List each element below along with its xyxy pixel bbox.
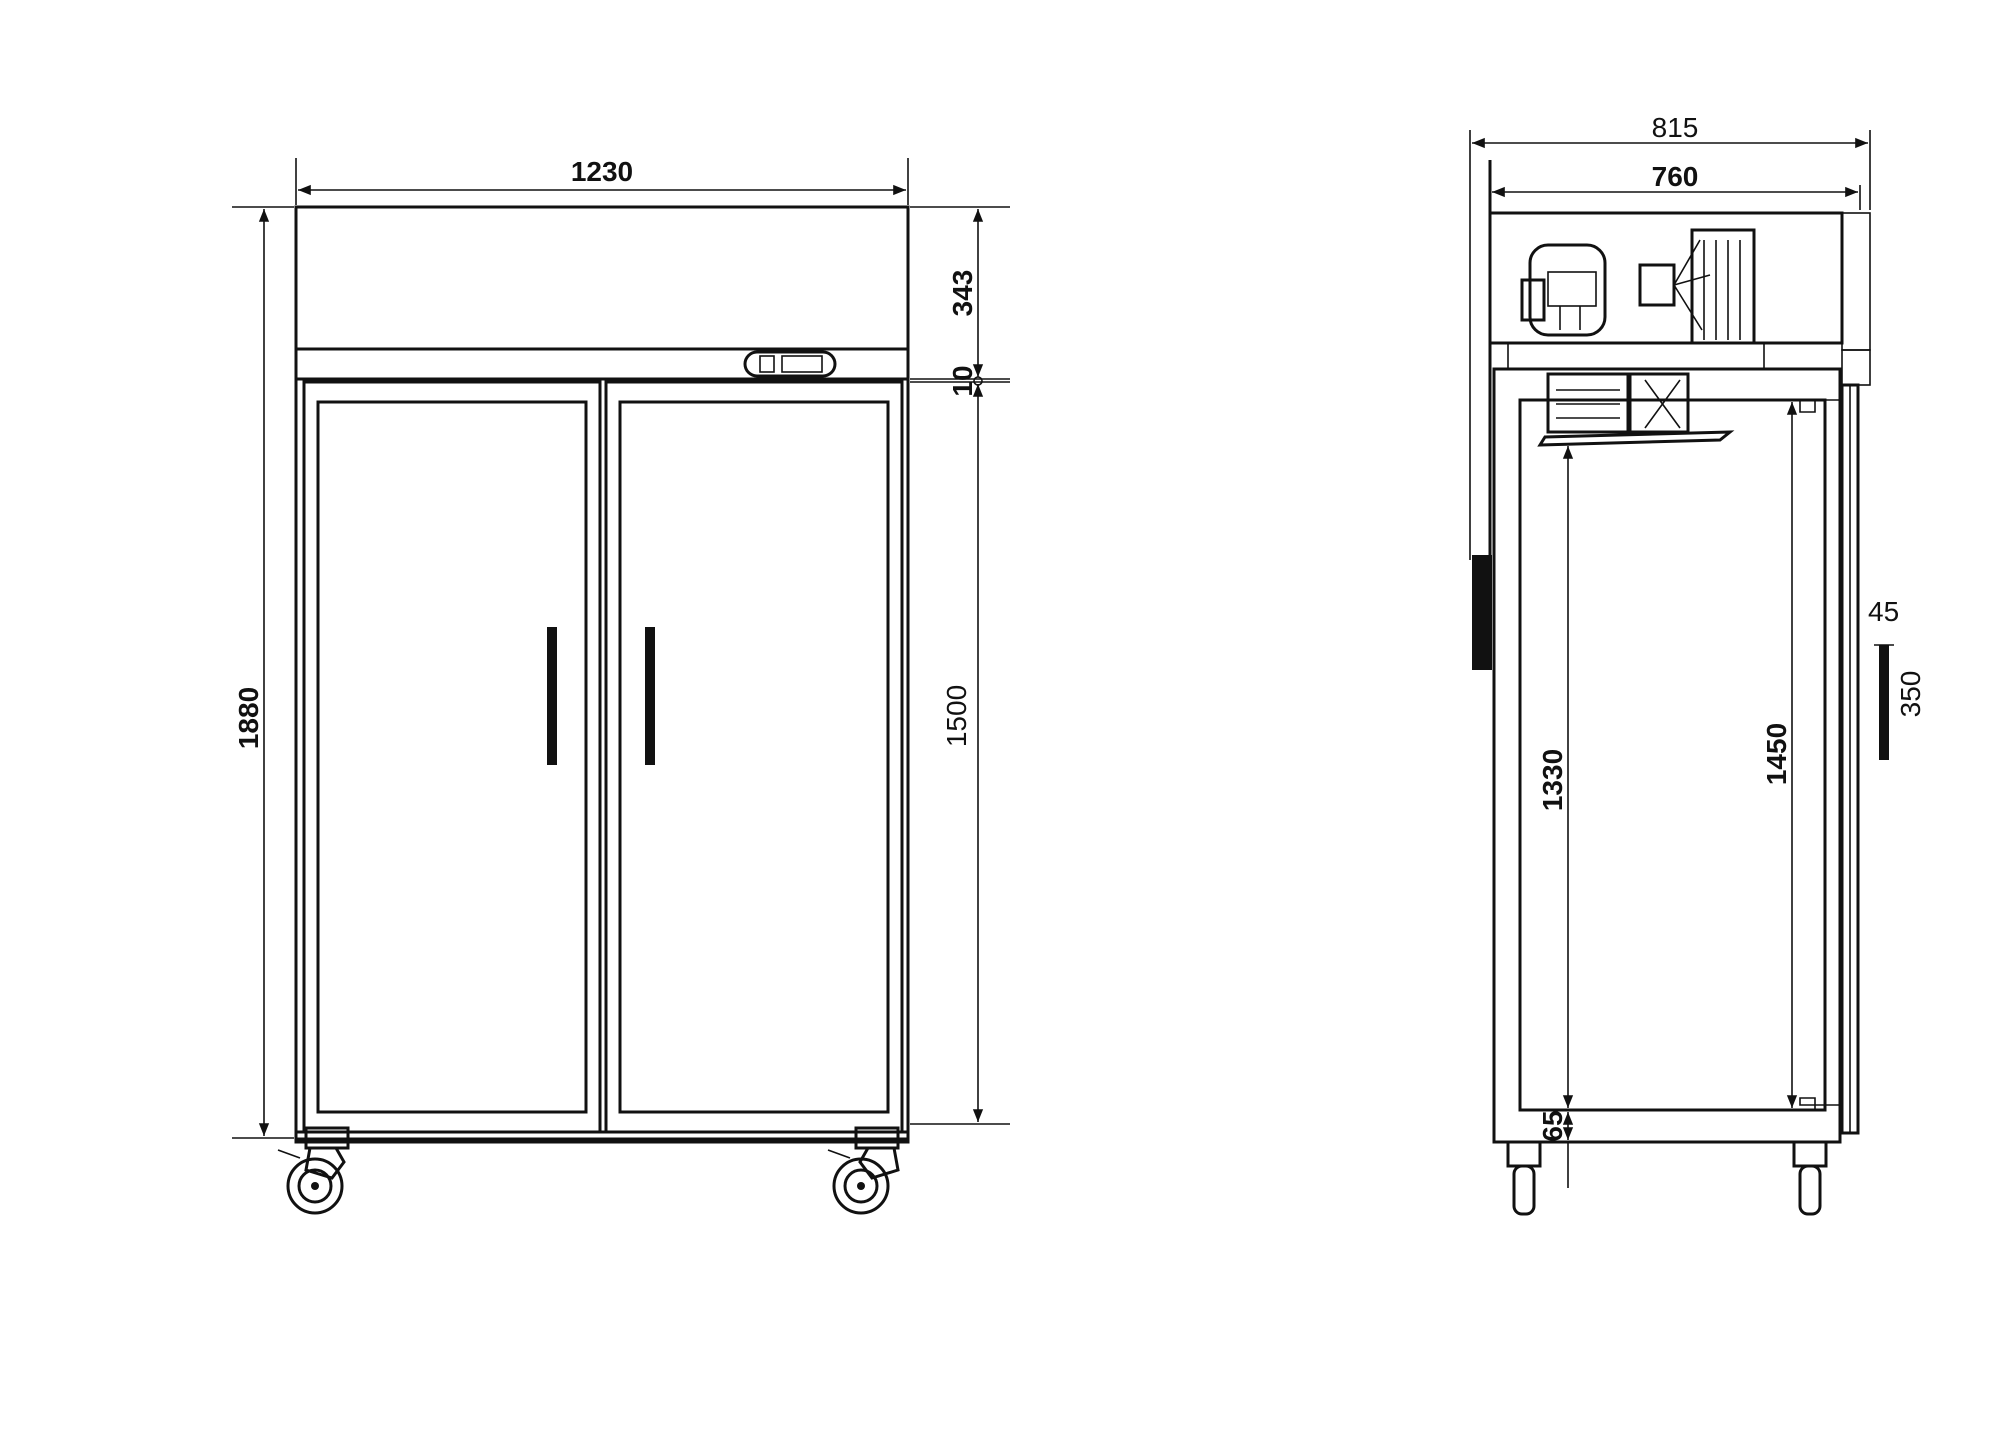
dimension-interior-height: 1330	[1537, 446, 1574, 1108]
left-castor-icon	[277, 1126, 350, 1215]
compressor-icon	[1520, 243, 1607, 337]
insulated-cabinet	[1492, 367, 1842, 1144]
canopy-louvres	[294, 205, 910, 351]
thermostat-display-icon	[743, 350, 837, 378]
side-front-castor-icon	[1792, 1140, 1828, 1216]
cabinet-depth-label: 760	[1652, 161, 1699, 192]
front-vent-grille	[1841, 212, 1871, 351]
dimension-front-right: 343 10 1500	[910, 206, 1010, 1125]
evaporator-icon	[1537, 372, 1735, 447]
dimension-front-width: 1230	[295, 156, 909, 205]
cabinet-body	[294, 205, 910, 1141]
side-view: 815 760 1330 65 1450 45 350	[1469, 112, 1926, 1216]
side-door-height-label: 1450	[1761, 723, 1792, 785]
interior-height-label: 1330	[1537, 749, 1568, 811]
dimension-overall-depth: 815	[1469, 112, 1871, 560]
condenser-fan-icon	[1638, 239, 1711, 331]
dimension-base: 65	[1537, 1110, 1574, 1188]
left-door-handle	[547, 627, 557, 765]
controller-band	[294, 347, 910, 381]
overall-depth-label: 815	[1652, 112, 1699, 143]
front-view: 1230 1880 343 10 1500	[232, 156, 1010, 1215]
right-door-glass	[618, 400, 890, 1114]
front-width-label: 1230	[571, 156, 633, 187]
dimension-cabinet-depth: 760	[1489, 161, 1861, 210]
right-castor-icon	[827, 1126, 900, 1215]
dimension-front-height: 1880	[232, 206, 294, 1139]
handle-length-label: 350	[1895, 671, 1926, 718]
canopy-height-label: 343	[947, 270, 978, 317]
side-door-handle	[1879, 645, 1889, 760]
front-height-label: 1880	[233, 687, 264, 749]
compartment-floor	[1507, 342, 1765, 370]
handle-width-label: 45	[1868, 596, 1899, 627]
gap-height-label: 10	[947, 365, 978, 396]
dimension-side-door-height: 1450	[1761, 402, 1798, 1108]
base-height-label: 65	[1537, 1110, 1568, 1141]
right-door-handle	[645, 627, 655, 765]
door-height-label: 1500	[941, 685, 972, 747]
left-door-glass	[316, 400, 588, 1114]
base-rail	[294, 1130, 910, 1144]
machine-compartment	[1488, 211, 1844, 345]
side-rear-castor-icon	[1506, 1140, 1542, 1216]
condenser-coil-icon	[1690, 228, 1756, 345]
rear-bumper	[1472, 555, 1492, 670]
